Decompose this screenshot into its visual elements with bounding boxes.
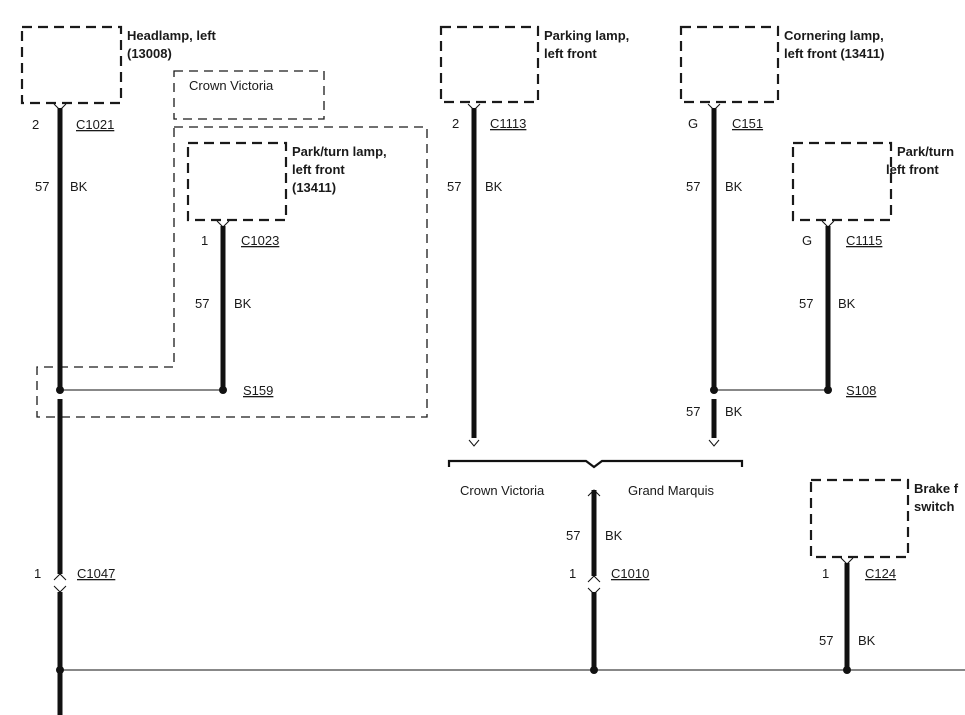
option-grand-marquis: Grand Marquis [628, 483, 714, 498]
parking-lamp-box [439, 25, 540, 104]
splice-dot [710, 386, 718, 394]
option-brace [447, 459, 744, 469]
cornering-lamp-box [679, 25, 780, 104]
wire-circuit-label: 57 [686, 404, 700, 419]
c151-pin: G [688, 116, 698, 131]
c1023-id: C1023 [241, 233, 279, 248]
crown-victoria-region [36, 126, 428, 418]
c1047-id: C1047 [77, 566, 115, 581]
crown-victoria-label: Crown Victoria [189, 78, 274, 93]
c1113-id: C1113 [490, 116, 526, 131]
splice-dot [56, 666, 64, 674]
c1021-id: C1021 [76, 117, 114, 132]
cornering-lamp-subtitle: left front (13411) [784, 46, 884, 61]
wire-color-label: BK [485, 179, 503, 194]
headlamp-left-part-number: (13008) [127, 46, 172, 61]
splice-dot [824, 386, 832, 394]
wire-circuit-label: 57 [35, 179, 49, 194]
c1115-id: C1115 [846, 233, 882, 248]
park-turn-right-subtitle: left front [886, 162, 939, 177]
wire-color-label: BK [725, 179, 743, 194]
park-turn-lamp-left-box [186, 141, 288, 222]
c1023-pin: 1 [201, 233, 208, 248]
crown-victoria-box [173, 70, 325, 120]
s108-label: S108 [846, 383, 876, 398]
wire-color-label: BK [725, 404, 743, 419]
headlamp-left-box [20, 25, 123, 105]
option-crown-victoria: Crown Victoria [460, 483, 545, 498]
wire-circuit-label: 57 [819, 633, 833, 648]
headlamp-left-title: Headlamp, left [127, 28, 217, 43]
splice-dot [843, 666, 851, 674]
wire-color-label: BK [605, 528, 623, 543]
wire-circuit-label: 57 [195, 296, 209, 311]
brake-switch-subtitle: switch [914, 499, 955, 514]
park-turn-left-part-number: (13411) [292, 180, 336, 195]
parking-lamp-title: Parking lamp, [544, 28, 629, 43]
wire-color-label: BK [858, 633, 876, 648]
wire-circuit-label: 57 [686, 179, 700, 194]
c124-id: C124 [865, 566, 896, 581]
splice-dot [219, 386, 227, 394]
wire-color-label: BK [838, 296, 856, 311]
c124-pin: 1 [822, 566, 829, 581]
parking-lamp-subtitle: left front [544, 46, 597, 61]
c1010-pin: 1 [569, 566, 576, 581]
c1047-pin: 1 [34, 566, 41, 581]
wire-color-label: BK [70, 179, 88, 194]
brake-switch-title: Brake f [914, 481, 959, 496]
splice-dot [56, 386, 64, 394]
wire-circuit-label: 57 [566, 528, 580, 543]
connector-marks [53, 103, 854, 595]
c1021-pin: 2 [32, 117, 39, 132]
park-turn-right-title: Park/turn [897, 144, 954, 159]
c151-id: C151 [732, 116, 763, 131]
brake-switch-box [809, 478, 910, 559]
c1010-id: C1010 [611, 566, 649, 581]
wire-color-label: BK [234, 296, 252, 311]
wire-circuit-label: 57 [447, 179, 461, 194]
s159-label: S159 [243, 383, 273, 398]
park-turn-left-title: Park/turn lamp, [292, 144, 387, 159]
c1113-pin: 2 [452, 116, 459, 131]
park-turn-left-subtitle: left front [292, 162, 345, 177]
cornering-lamp-title: Cornering lamp, [784, 28, 884, 43]
park-turn-lamp-right-box [791, 141, 893, 222]
splice-dot [590, 666, 598, 674]
wire-circuit-label: 57 [799, 296, 813, 311]
c1115-pin: G [802, 233, 812, 248]
